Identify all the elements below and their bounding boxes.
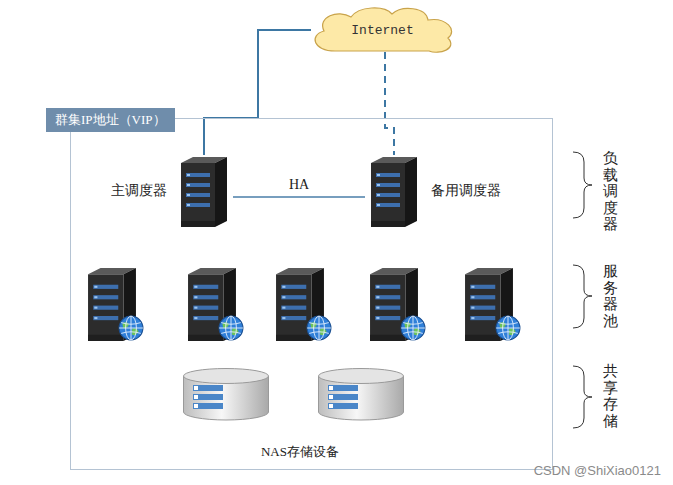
brace [573, 152, 592, 428]
watermark: CSDN @ShiXiao0121 [534, 463, 661, 478]
internet-cloud: Internet [305, 4, 460, 56]
cluster-heading: 群集IP地址（VIP） [46, 108, 175, 132]
server-label: 主调度器 [111, 182, 167, 200]
scheduler-server: 主调度器 [111, 155, 227, 227]
server-icon [181, 155, 227, 227]
scheduler-server: 备用调度器 [371, 155, 501, 227]
nas-storage [184, 369, 404, 421]
node-text: Internet [305, 23, 460, 38]
server-pool [88, 268, 520, 341]
server-icon [371, 155, 417, 227]
tier-label: 服务器池 [603, 263, 618, 329]
ha-link [233, 196, 365, 198]
network-link [385, 52, 394, 155]
tier-label: 共享存储 [603, 363, 618, 429]
network-link [204, 30, 311, 155]
edge-label: HA [286, 177, 312, 193]
server-label: 备用调度器 [431, 182, 501, 200]
tier-label: 负载调度器 [603, 150, 618, 233]
storage-label: NAS存储设备 [261, 443, 339, 461]
cluster-box: 群集IP地址（VIP）主调度器备用调度器 [70, 118, 553, 470]
